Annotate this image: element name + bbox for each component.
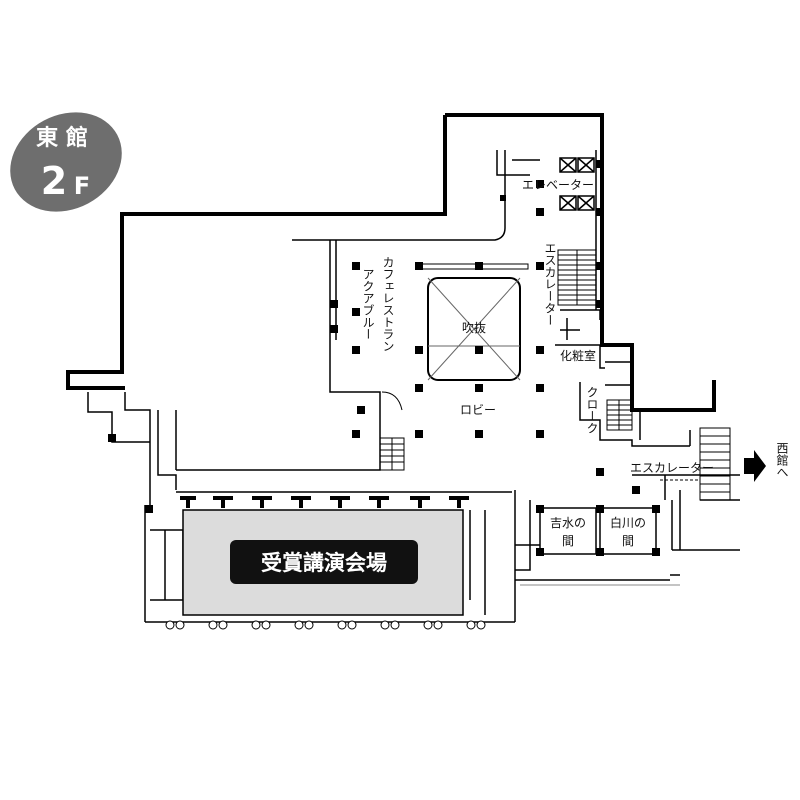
elevators <box>559 157 595 211</box>
floor-unit: F <box>74 172 90 200</box>
award-hall-label: 受賞講演会場 <box>261 551 387 575</box>
stairs-lobby <box>379 391 405 471</box>
cafe-name-line1: カフェレストラン <box>381 256 395 352</box>
cloak-label: クローク <box>585 386 599 434</box>
hall-colonnade <box>165 620 486 630</box>
yoshimizu-room-line1: 吉水の <box>550 516 586 530</box>
atrium: 吹抜 <box>419 263 529 381</box>
floor-number: 2 <box>41 159 67 203</box>
atrium-label: 吹抜 <box>462 321 486 335</box>
elevator-label: エレベーター <box>522 178 594 192</box>
hall-corridor-columns <box>180 496 469 508</box>
restroom-label: 化粧室 <box>560 348 596 363</box>
meeting-rooms <box>539 507 657 555</box>
escalator-horizontal-label: エスカレーター <box>630 461 714 475</box>
yoshimizu-room-line2: 間 <box>562 534 574 548</box>
award-hall: 受賞講演会場 <box>182 509 464 616</box>
building-label: 東 館 <box>36 125 88 151</box>
arrow-right-icon <box>744 450 766 482</box>
lobby-label: ロビー <box>460 403 496 417</box>
shirakawa-room-line1: 白川の <box>610 515 646 530</box>
escalator-vertical-label: エスカレーター <box>543 242 557 326</box>
escalator-horizontal <box>660 427 731 501</box>
cafe-name-line2: アクアブルー <box>361 268 375 340</box>
shirakawa-room-line2: 間 <box>622 534 634 548</box>
outer-walls <box>66 113 716 412</box>
west-building-label: 西館へ <box>775 442 789 478</box>
floor-badge: 東 館 2 F <box>10 112 122 212</box>
stairs-cloak <box>606 399 633 431</box>
west-building-direction <box>744 450 766 482</box>
escalator-vertical <box>557 249 597 306</box>
